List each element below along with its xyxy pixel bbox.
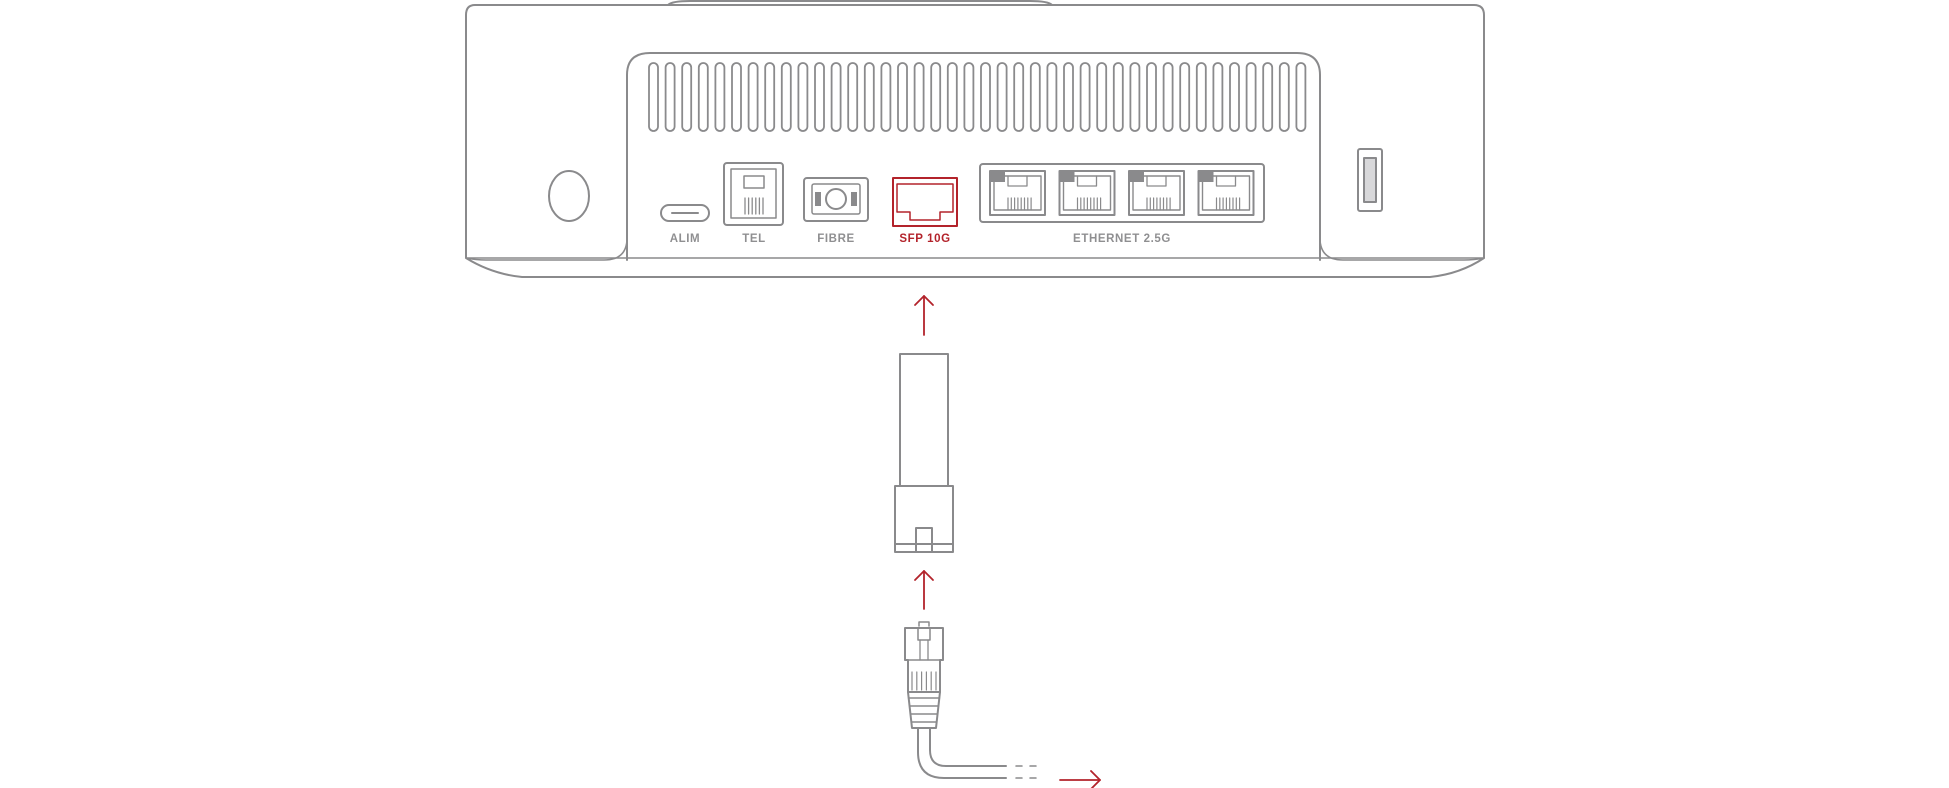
vent-slot: [681, 62, 693, 132]
vent-slot: [1146, 62, 1157, 132]
alim-label: ALIM: [670, 233, 701, 245]
fibre-label: FIBRE: [817, 233, 855, 245]
power-button[interactable]: [548, 170, 590, 222]
vent-slot: [913, 62, 925, 132]
ethernet-cable: [917, 727, 1037, 779]
vent-slot: [1029, 62, 1041, 132]
vent-slot: [1112, 62, 1124, 132]
ethernet-label: ETHERNET 2.5G: [1073, 233, 1171, 245]
vent-slot: [747, 62, 759, 132]
vent-slot: [1295, 62, 1307, 132]
alim-port[interactable]: [660, 204, 710, 222]
vent-slot: [1278, 62, 1290, 132]
ethernet-port[interactable]: [1197, 170, 1255, 216]
vent-slot: [863, 62, 875, 132]
fibre-port[interactable]: [803, 177, 869, 222]
ethernet-ports: [979, 163, 1265, 223]
vent-slot: [996, 62, 1008, 132]
tel-label: TEL: [742, 233, 766, 245]
vent-slot: [830, 62, 842, 132]
vent-slot: [880, 62, 892, 132]
ethernet-port[interactable]: [989, 170, 1046, 216]
ethernet-port[interactable]: [1058, 170, 1116, 216]
vent-slot: [697, 62, 709, 132]
vent-slot: [764, 62, 776, 132]
usb-port[interactable]: [1357, 148, 1383, 212]
vent-slot: [963, 62, 975, 132]
ventilation-slots: [648, 62, 1307, 132]
arrow-up-icon: [914, 570, 934, 610]
vent-slot: [664, 62, 676, 132]
vent-slot: [1212, 62, 1224, 132]
vent-slot: [1013, 62, 1025, 132]
vent-slot: [780, 62, 792, 132]
vent-slot: [1245, 62, 1257, 132]
sfp-module: [894, 353, 954, 553]
vent-slot: [1046, 62, 1058, 132]
vent-slot: [1229, 62, 1240, 132]
port-labels: ALIM TEL FIBRE SFP 10G ETHERNET 2.5G: [670, 233, 1171, 245]
vent-slot: [980, 62, 991, 132]
vent-slot: [897, 62, 908, 132]
vent-slot: [1179, 62, 1191, 132]
vent-slot: [1129, 62, 1141, 132]
tel-port[interactable]: [723, 162, 784, 226]
vent-slot: [1079, 62, 1091, 132]
sfp-label: SFP 10G: [899, 233, 950, 245]
vent-slot: [714, 62, 726, 132]
vent-slot: [797, 62, 809, 132]
ethernet-port[interactable]: [1128, 170, 1185, 216]
vent-slot: [1195, 62, 1207, 132]
sfp-port[interactable]: [892, 177, 958, 227]
vent-slot: [847, 62, 859, 132]
vent-slot: [1162, 62, 1174, 132]
vent-slot: [946, 62, 958, 132]
vent-slot: [1262, 62, 1274, 132]
arrow-up-icon: [914, 295, 934, 336]
router-body: [465, 0, 1485, 278]
vent-slot: [814, 62, 825, 132]
vent-slot: [1063, 62, 1074, 132]
arrow-right-icon: [1059, 770, 1101, 788]
vent-slot: [1096, 62, 1108, 132]
vent-slot: [648, 62, 659, 132]
rj45-connector: [904, 621, 944, 729]
vent-slot: [731, 62, 742, 132]
vent-slot: [930, 62, 942, 132]
